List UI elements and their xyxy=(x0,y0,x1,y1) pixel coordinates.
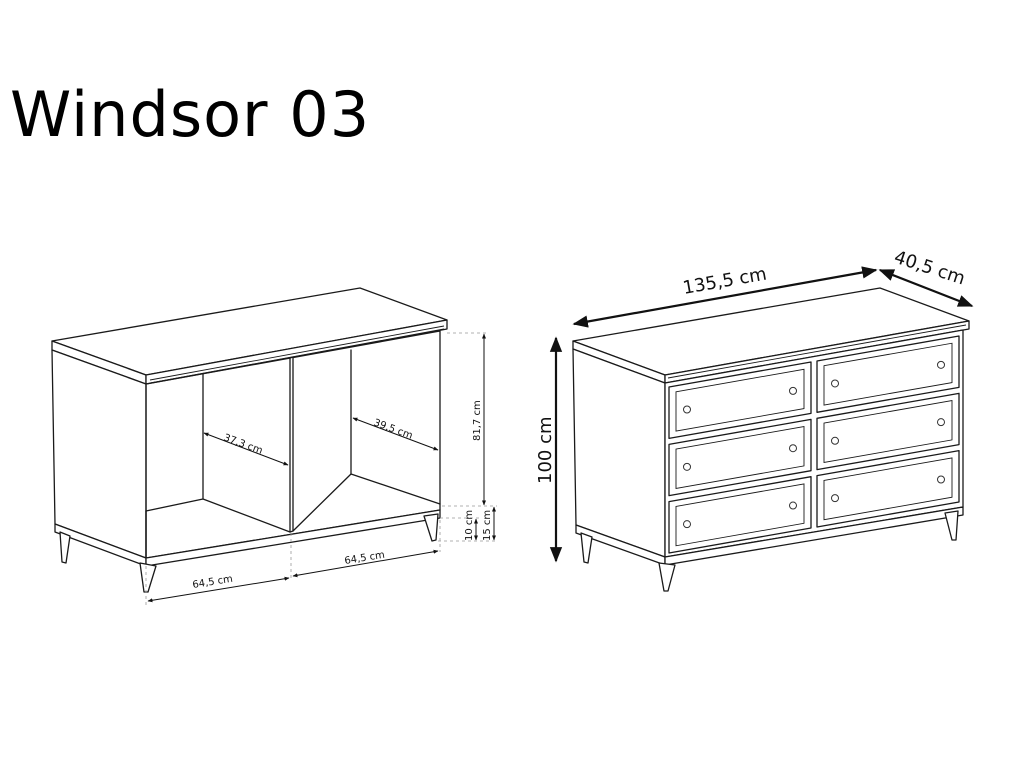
dresser-leg-right xyxy=(944,510,959,541)
drawer-knob xyxy=(937,475,945,484)
drawer-front xyxy=(668,418,812,497)
dim-depth-right: 39,5 cm xyxy=(372,417,414,441)
drawer-knob xyxy=(789,386,797,395)
dim-depth-left: 37,3 cm xyxy=(222,432,264,456)
drawer-panel xyxy=(823,342,953,406)
open-cabinet: 37,3 cm 39,5 cm 81,7 cm 10 cm 15 cm 64,5… xyxy=(51,287,497,606)
drawer-panel xyxy=(823,400,953,463)
drawer-panel xyxy=(675,368,805,432)
dim-height: 81,7 cm xyxy=(472,400,483,441)
dresser-leg-left xyxy=(580,532,593,564)
dim-total-height: 100 cm xyxy=(535,416,556,484)
drawer-knob xyxy=(789,444,797,453)
drawer-grid xyxy=(668,335,960,554)
cabinet-divider xyxy=(289,356,294,533)
cabinet-leg-left xyxy=(59,531,71,564)
dim-depth: 40,5 cm xyxy=(891,247,967,290)
drawer-front xyxy=(668,476,812,554)
dim-width: 135,5 cm xyxy=(681,264,768,299)
cabinet-leg-right xyxy=(423,513,439,542)
drawer-knob xyxy=(683,520,691,529)
cabinet-top-front-edge xyxy=(145,319,448,385)
drawer-front xyxy=(816,392,960,471)
cabinet-leg-front xyxy=(139,562,157,593)
drawer-knob xyxy=(683,405,691,414)
chest-of-drawers: 135,5 cm 40,5 cm 100 cm xyxy=(535,247,974,592)
drawer-knob xyxy=(683,462,691,471)
drawer-knob xyxy=(831,436,839,445)
dim-width-right: 64,5 cm xyxy=(344,550,386,567)
drawer-panel xyxy=(675,483,805,547)
cabinet-side-panel xyxy=(51,349,147,559)
drawer-knob xyxy=(831,494,839,503)
drawer-panel xyxy=(823,457,953,521)
dresser-leg-front xyxy=(658,562,676,592)
dim-leg-short: 10 cm xyxy=(464,510,475,541)
dresser-top-front-edge xyxy=(664,320,970,384)
drawer-knob xyxy=(831,379,839,388)
dresser-plinth-front xyxy=(664,506,964,566)
dim-leg-total: 15 cm xyxy=(482,510,493,541)
page-title: Windsor 03 xyxy=(10,78,371,151)
dresser-side-panel xyxy=(572,348,666,558)
drawer-panel xyxy=(675,426,805,489)
drawer-front xyxy=(668,361,812,439)
drawer-front xyxy=(816,335,960,413)
drawer-knob xyxy=(937,360,945,369)
drawer-knob xyxy=(937,418,945,427)
drawer-knob xyxy=(789,501,797,510)
drawer-front xyxy=(816,450,960,528)
